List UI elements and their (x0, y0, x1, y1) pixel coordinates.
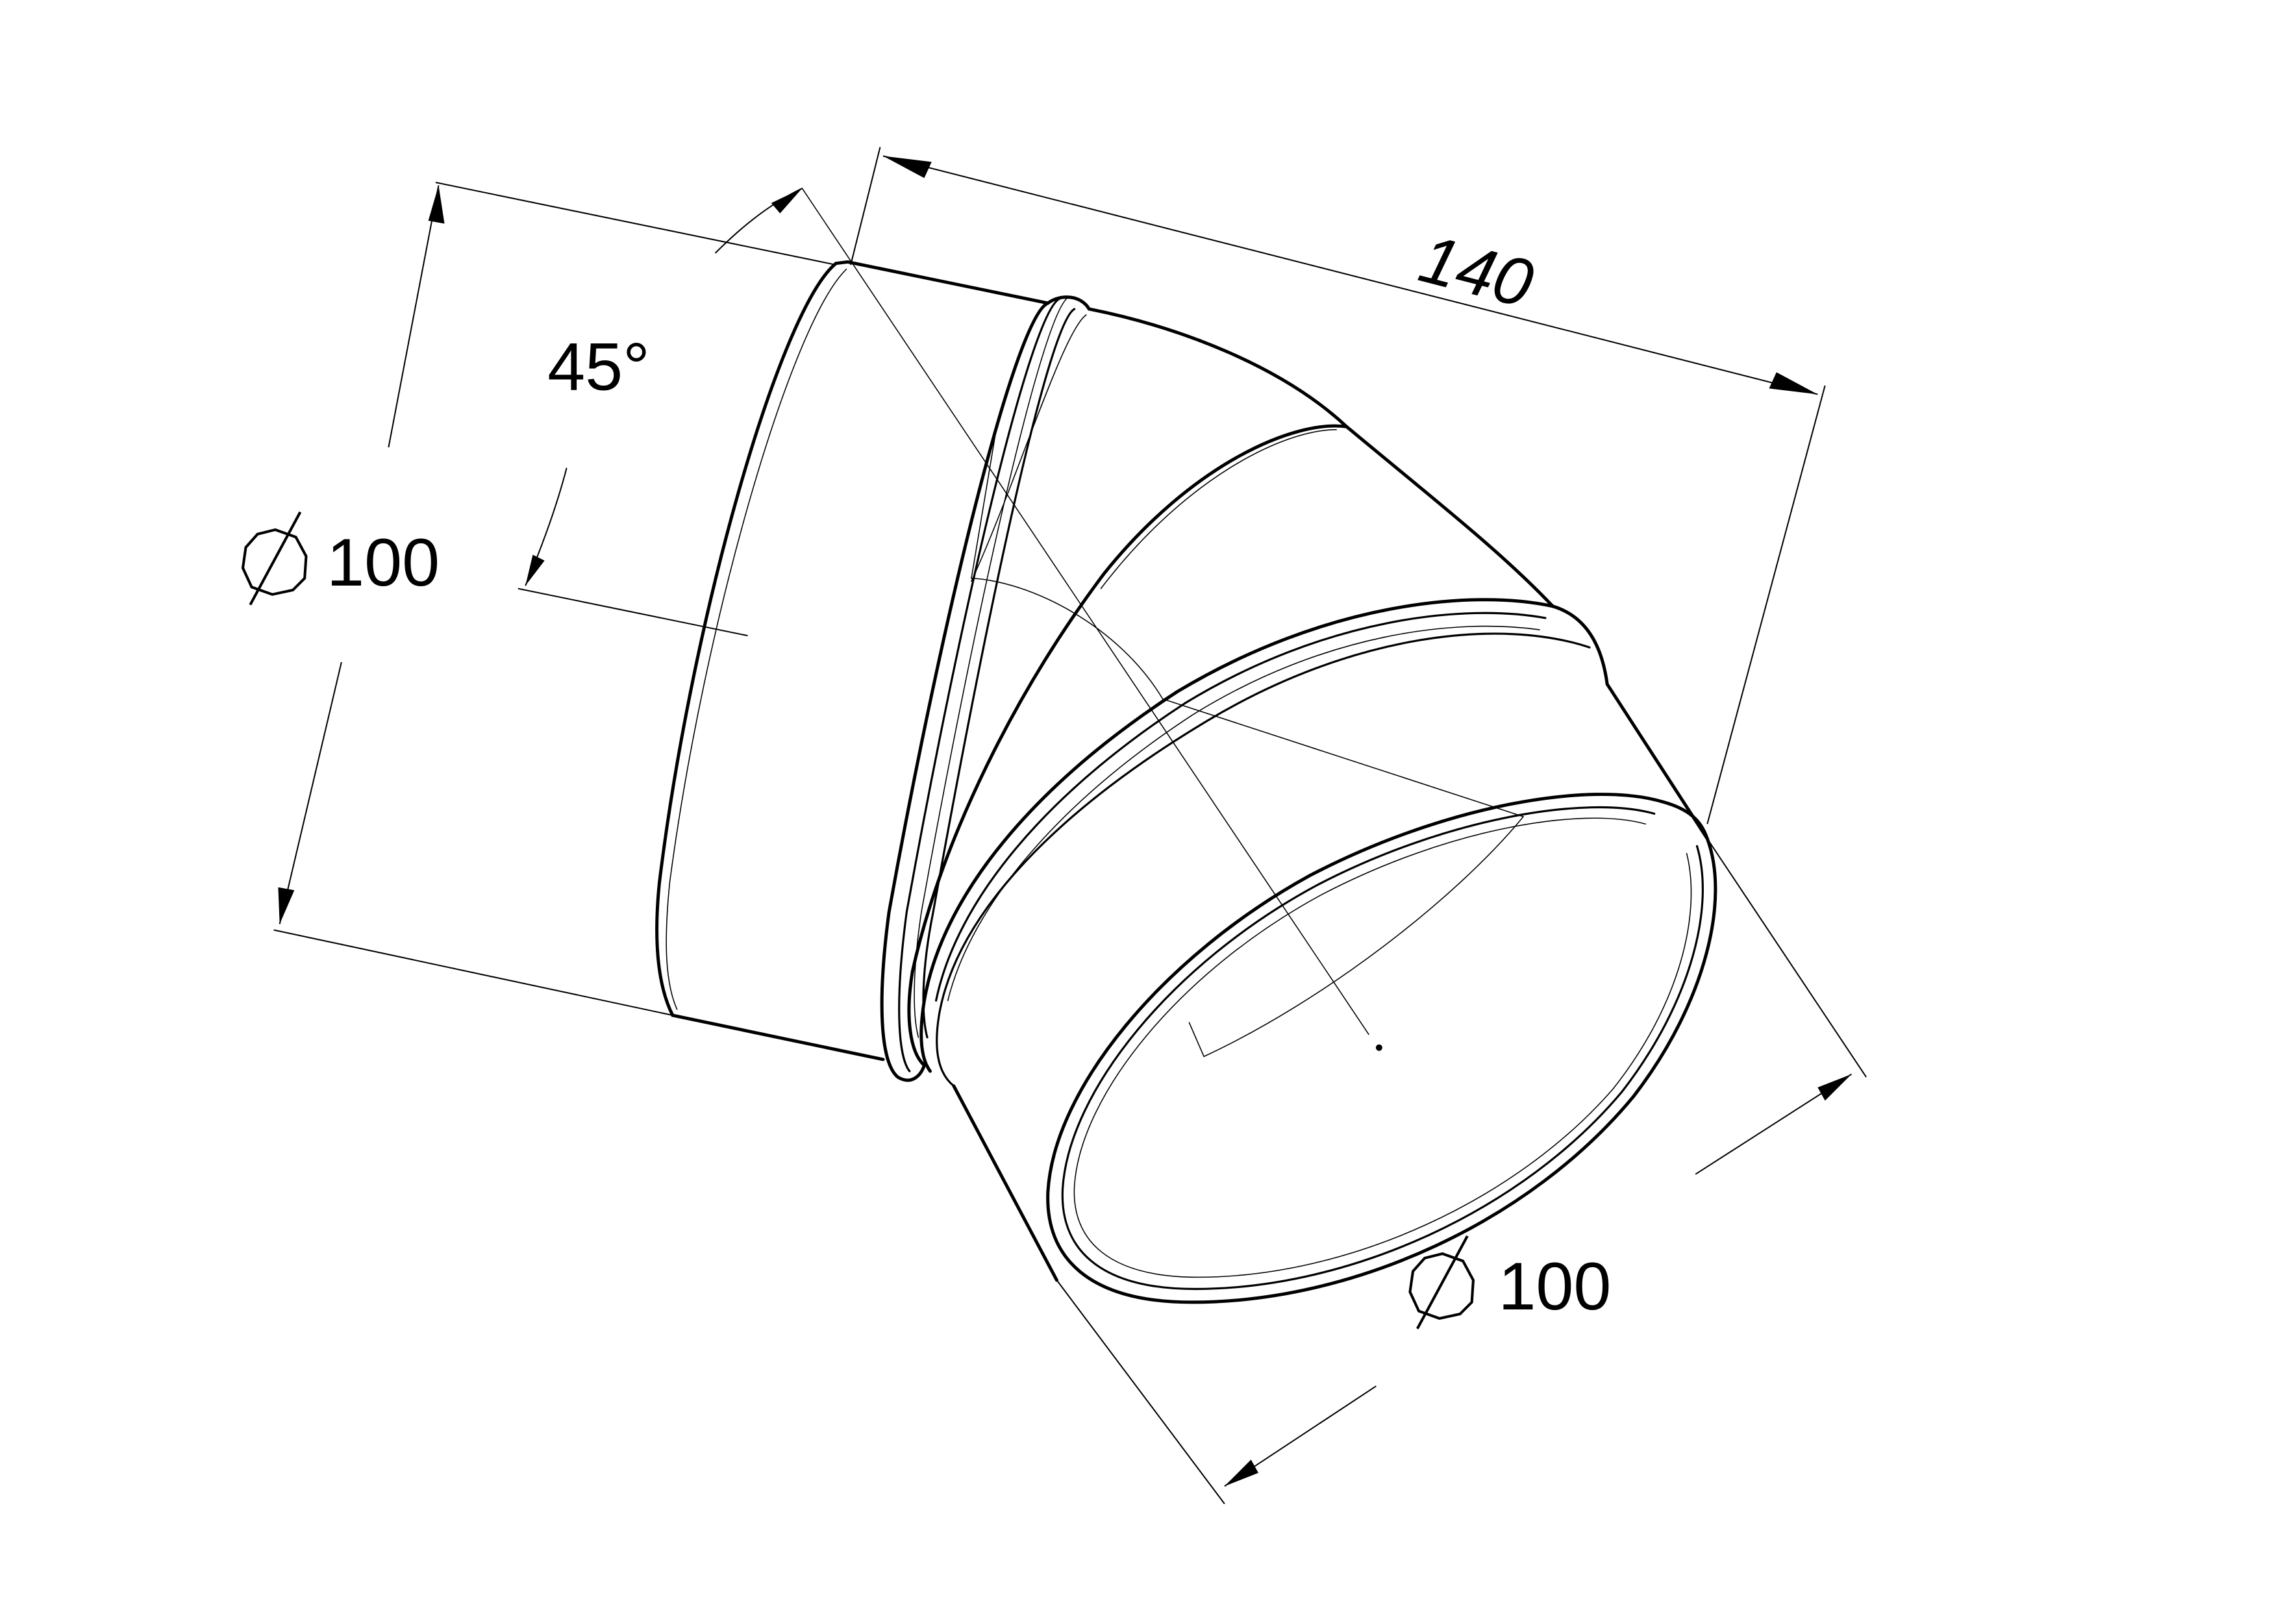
centerline-arc (971, 577, 1524, 817)
ext-line-140-left (850, 147, 881, 266)
centerline-arc-lower (1188, 816, 1524, 1058)
inlet-end-arc (655, 262, 838, 1017)
elbow-body (655, 260, 1717, 1304)
inlet-segment-bottom-edge (671, 1013, 885, 1061)
ext-line-outlet-left (1056, 1280, 1225, 1505)
diameter-symbol-icon (1408, 1235, 1475, 1330)
dimension-diameter-inlet: 100 (241, 185, 673, 1016)
inlet-segment-top-edge (834, 260, 1050, 305)
arrowhead-inlet-bottom (278, 887, 295, 924)
bead-ring-2-outer (919, 598, 1554, 1073)
middle-segment-top-edge (1087, 307, 1554, 608)
arrowhead-outlet-top (1817, 1074, 1852, 1101)
bead-ring-2-inner (947, 625, 1540, 1002)
arrowhead-outlet-bottom (1224, 1459, 1258, 1487)
bead-ring-1-outer (880, 301, 1050, 1082)
outlet-end-ellipse-mid (1061, 806, 1704, 1291)
inlet-end-arc-inner (666, 268, 847, 1010)
arrowhead-140-right (1769, 372, 1818, 395)
ext-line-140-right (1706, 385, 1826, 824)
axis-line-diagonal (801, 188, 1369, 1035)
dimension-diameter-inlet-label: 100 (327, 525, 440, 601)
arrowhead-angle-top (771, 188, 803, 214)
dimension-length-label: 140 (1412, 221, 1540, 323)
construction-lines (801, 188, 1524, 1058)
ext-line-angle-top (435, 182, 836, 266)
dim-line-inlet-lower (279, 662, 342, 924)
dim-line-140 (882, 155, 1818, 395)
ext-line-outlet-right (1706, 838, 1867, 1078)
arrowhead-140-left (883, 156, 932, 179)
outlet-end-ellipse-inner (1073, 817, 1692, 1278)
bead-ring-1-back-inner (971, 314, 1087, 582)
outlet-segment-left-edge (952, 1084, 1058, 1282)
middle-segment-joint-arc-inner (1100, 429, 1337, 589)
center-point (1375, 1044, 1382, 1051)
dimension-diameter-outlet: 100 (1056, 838, 1867, 1505)
bead-ring-1-mid (898, 297, 1061, 1072)
bead-ring-1-cap (1046, 295, 1091, 311)
dim-line-inlet-upper (388, 185, 440, 448)
ext-line-inlet-bottom (273, 929, 673, 1016)
middle-segment-joint-arc (907, 424, 1349, 1067)
diameter-symbol-icon (241, 511, 308, 606)
dimension-angle: 45° (435, 182, 836, 637)
outlet-end-ellipse-outer (1046, 793, 1717, 1304)
bead-ring-2-cap (1551, 604, 1609, 686)
arrowhead-inlet-top (428, 185, 445, 224)
bead-ring-1-inner (914, 297, 1069, 1038)
dimension-diameter-outlet-label: 100 (1498, 1249, 1611, 1324)
dimension-length: 140 (850, 147, 1826, 824)
bead-ring-2-front (936, 632, 1591, 1087)
ext-line-angle-bottom (518, 588, 748, 637)
centerline-vertical (971, 419, 999, 579)
arrowhead-angle-bottom (525, 554, 545, 586)
dimension-angle-label: 45° (547, 330, 650, 405)
bead-ring-1-back (922, 308, 1076, 1039)
bead-ring-2-mid (935, 612, 1547, 1002)
